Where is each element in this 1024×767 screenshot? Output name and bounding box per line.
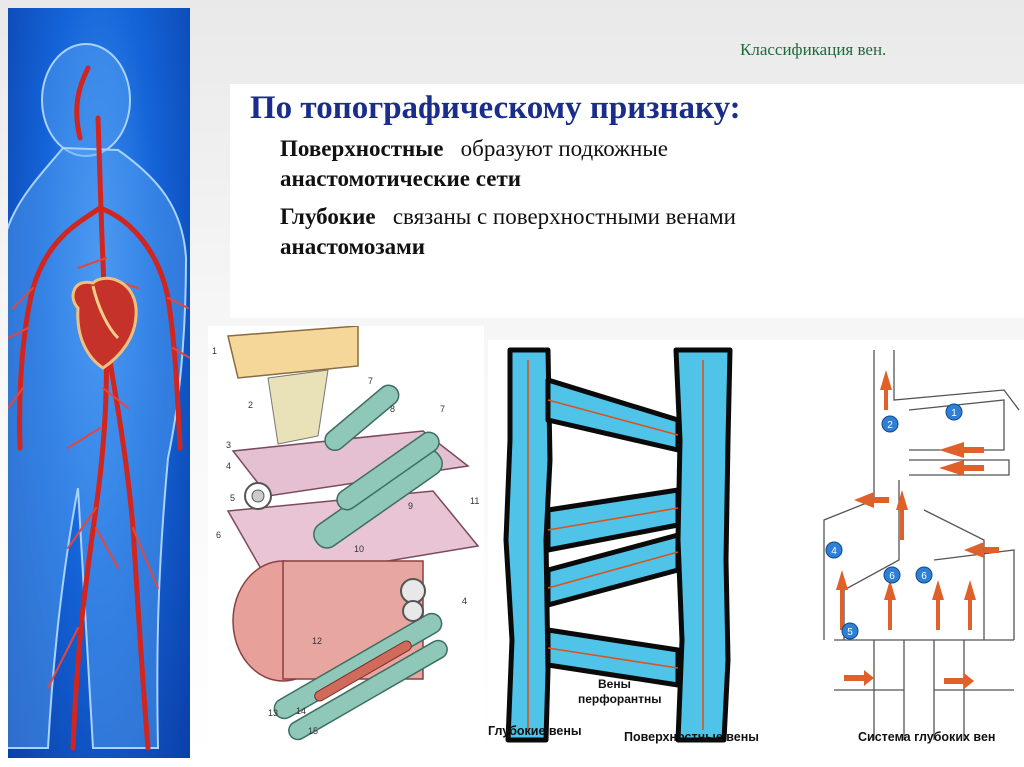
desc-deep-line1: связаны с поверхностными венами bbox=[392, 204, 736, 229]
list-item-deep: Глубокие связаны с поверхностными венами… bbox=[280, 202, 980, 262]
tissue-layers-figure: 1 2 3 4 5 6 7 8 9 10 11 12 13 14 15 7 4 bbox=[208, 326, 484, 748]
label-deep-vein-system: Система глубоких вен bbox=[858, 730, 996, 744]
figure-left-label-15: 15 bbox=[308, 726, 318, 736]
figure-left-label-7: 7 bbox=[368, 376, 373, 386]
circle-label-1: 1 bbox=[951, 408, 957, 419]
text-card: По топографическому признаку: Поверхност… bbox=[230, 84, 1024, 318]
figure-left-label-14: 14 bbox=[296, 706, 306, 716]
figure-left-label-3: 3 bbox=[226, 440, 231, 450]
figure-left-label-9: 9 bbox=[408, 501, 413, 511]
label-perforant-line2: перфорантны bbox=[578, 692, 662, 706]
figure-left-label-2: 2 bbox=[248, 400, 253, 410]
circle-label-6b: 6 bbox=[921, 571, 927, 582]
circle-label-6a: 6 bbox=[889, 571, 895, 582]
figure-left-label-10: 10 bbox=[354, 544, 364, 554]
label-superficial-veins: Поверхностные вены bbox=[624, 730, 759, 744]
circle-label-5: 5 bbox=[847, 627, 853, 638]
list-item-superficial: Поверхностные образуют подкожные анастом… bbox=[280, 134, 980, 194]
term-superficial: Поверхностные bbox=[280, 136, 444, 161]
label-perforant-line1: Вены bbox=[598, 677, 631, 691]
circle-label-4: 4 bbox=[831, 546, 837, 557]
desc-superficial-line2: анастомотические сети bbox=[280, 166, 522, 191]
figure-left-label-4b: 4 bbox=[462, 596, 467, 606]
figure-left-label-6: 6 bbox=[216, 530, 221, 540]
figure-left-label-12: 12 bbox=[312, 636, 322, 646]
desc-deep-line2: анастомозами bbox=[280, 234, 426, 259]
page-title: По топографическому признаку: bbox=[250, 90, 741, 126]
perforant-veins-figure: Вены перфорантны Глубокие вены Поверхнос… bbox=[488, 340, 814, 752]
figure-left-label-5: 5 bbox=[230, 493, 235, 503]
svg-text:Вены перфорантны: Вены перфорантны bbox=[578, 677, 662, 706]
section-title: Классификация вен. bbox=[740, 40, 887, 59]
term-deep: Глубокие bbox=[280, 204, 376, 229]
circle-label-2: 2 bbox=[887, 420, 893, 431]
figure-left-label-13: 13 bbox=[268, 708, 278, 718]
figure-left-label-7b: 7 bbox=[440, 404, 445, 414]
desc-superficial-line1: образуют подкожные bbox=[460, 136, 669, 161]
deep-vein-system-figure: 1 2 4 5 6 6 Система глубоких вен bbox=[814, 340, 1024, 752]
label-deep-veins: Глубокие вены bbox=[488, 724, 582, 738]
figure-left-label-1: 1 bbox=[212, 346, 217, 356]
figure-left-label-4: 4 bbox=[226, 461, 231, 471]
figure-left-label-11: 11 bbox=[470, 496, 479, 506]
heart-icon bbox=[71, 276, 138, 370]
figure-left-label-8: 8 bbox=[390, 404, 395, 414]
human-anatomy-illustration bbox=[8, 8, 190, 758]
